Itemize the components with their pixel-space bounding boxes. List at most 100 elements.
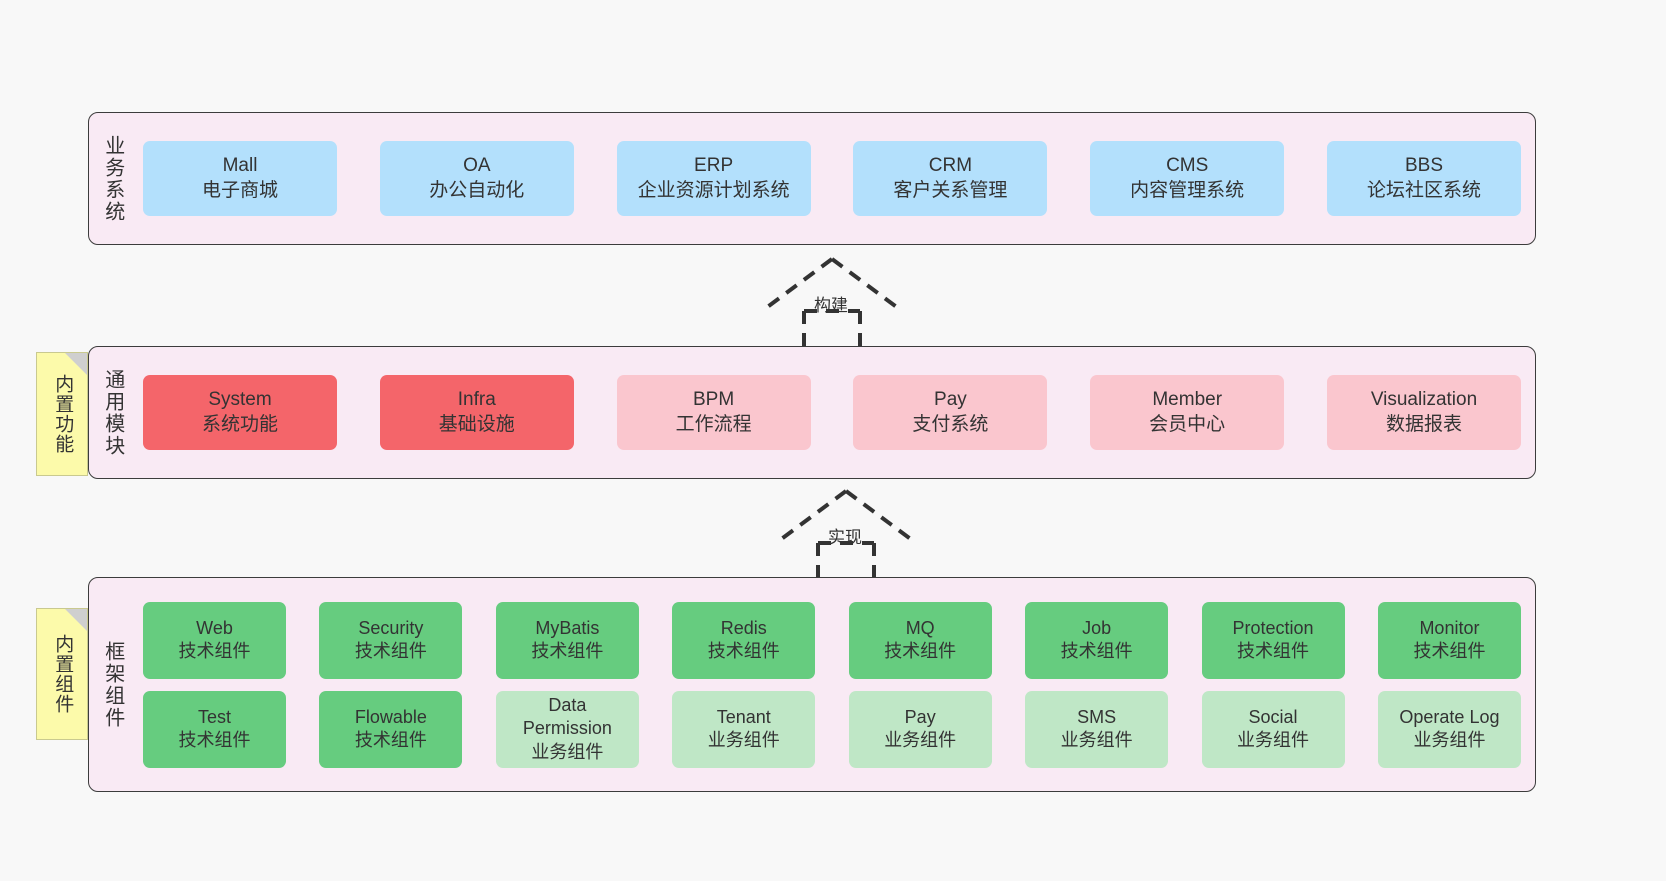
component-type-cn: 技术组件	[531, 641, 604, 661]
module-name-en: Pay	[934, 388, 967, 410]
arrow-build-icon	[760, 257, 904, 347]
component-name-en: Pay	[904, 706, 936, 727]
module-name-en: BPM	[693, 388, 735, 410]
framework-row-technical: Web 技术组件 Security 技术组件 MyBatis 技术组件 Redi…	[143, 601, 1521, 679]
module-name-en: CRM	[928, 154, 973, 176]
module-name-en: System	[208, 388, 272, 410]
component-type-cn: 技术组件	[1060, 641, 1133, 661]
component-type-cn: 技术组件	[1413, 641, 1486, 661]
module-name-en: Infra	[457, 388, 496, 410]
component-box-flowable[interactable]: Flowable 技术组件	[319, 690, 463, 768]
module-box-visualization[interactable]: Visualization 数据报表	[1326, 375, 1521, 450]
module-box-member[interactable]: Member 会员中心	[1090, 375, 1285, 450]
component-box-data-permission[interactable]: Data Permission 业务组件	[495, 690, 639, 768]
module-name-cn: 支付系统	[912, 413, 989, 435]
component-box-sms[interactable]: SMS 业务组件	[1025, 690, 1169, 768]
component-name-en: Tenant	[716, 706, 771, 727]
module-name-en: OA	[463, 154, 491, 176]
component-box-mq[interactable]: MQ 技术组件	[848, 601, 992, 679]
framework-row-business: Test 技术组件 Flowable 技术组件 Data Permission …	[143, 690, 1521, 768]
component-name-en: Social	[1248, 706, 1298, 727]
note-fold-corner-icon	[65, 353, 87, 375]
module-name-cn: 工作流程	[675, 413, 752, 435]
arrow-build: 构建	[752, 255, 912, 347]
module-box-erp[interactable]: ERP 企业资源计划系统	[616, 141, 811, 216]
module-box-cms[interactable]: CMS 内容管理系统	[1090, 141, 1285, 216]
module-name-cn: 论坛社区系统	[1366, 179, 1481, 201]
component-box-job[interactable]: Job 技术组件	[1025, 601, 1169, 679]
arrow-implement-icon	[774, 489, 918, 579]
module-box-system[interactable]: System 系统功能	[143, 375, 337, 450]
component-box-monitor[interactable]: Monitor 技术组件	[1377, 601, 1521, 679]
component-type-cn: 业务组件	[707, 730, 780, 750]
component-box-pay[interactable]: Pay 业务组件	[848, 690, 992, 768]
component-name-en: Protection	[1232, 617, 1314, 638]
component-type-cn: 业务组件	[1237, 730, 1310, 750]
component-box-web[interactable]: Web 技术组件	[143, 601, 286, 679]
module-name-en: CMS	[1166, 154, 1209, 176]
component-name-en: Data Permission	[522, 694, 612, 739]
component-name-en: Monitor	[1419, 617, 1480, 638]
component-type-cn: 技术组件	[354, 730, 427, 750]
component-type-cn: 技术组件	[178, 641, 251, 661]
module-name-cn: 内容管理系统	[1130, 179, 1245, 201]
layer-common-modules: 通用模块 System 系统功能 Infra 基础设施 BPM 工作流程 Pay…	[88, 346, 1536, 479]
layer-title-business-system: 业务系统	[101, 134, 124, 223]
component-type-cn: 业务组件	[1060, 730, 1133, 750]
layer-body-common-modules: System 系统功能 Infra 基础设施 BPM 工作流程 Pay 支付系统…	[135, 347, 1535, 478]
component-name-en: Test	[197, 706, 231, 727]
component-name-en: Flowable	[354, 706, 427, 727]
module-box-bbs[interactable]: BBS 论坛社区系统	[1326, 141, 1521, 216]
layer-body-business-system: Mall 电子商城 OA 办公自动化 ERP 企业资源计划系统 CRM 客户关系…	[135, 113, 1535, 244]
component-type-cn: 业务组件	[884, 730, 957, 750]
note-builtin-function-text: 内置功能	[52, 374, 74, 454]
component-name-en: Operate Log	[1399, 706, 1500, 727]
module-name-en: BBS	[1404, 154, 1443, 176]
component-name-en: SMS	[1077, 706, 1117, 727]
component-name-en: Web	[196, 617, 233, 638]
component-name-en: MyBatis	[535, 617, 600, 638]
module-box-pay[interactable]: Pay 支付系统	[853, 375, 1048, 450]
module-name-cn: 电子商城	[201, 179, 278, 201]
layer-framework-components: 框架组件 Web 技术组件 Security 技术组件 MyBatis 技术组件…	[88, 577, 1536, 792]
note-fold-corner-icon	[65, 609, 87, 631]
component-type-cn: 技术组件	[707, 641, 780, 661]
module-name-cn: 客户关系管理	[893, 179, 1008, 201]
component-box-redis[interactable]: Redis 技术组件	[672, 601, 816, 679]
note-builtin-component: 内置组件	[36, 608, 88, 740]
layer-body-framework-components: Web 技术组件 Security 技术组件 MyBatis 技术组件 Redi…	[135, 578, 1535, 791]
component-box-social[interactable]: Social 业务组件	[1201, 690, 1345, 768]
component-type-cn: 技术组件	[1237, 641, 1310, 661]
component-box-operate-log[interactable]: Operate Log 业务组件	[1377, 690, 1521, 768]
module-name-cn: 系统功能	[201, 413, 278, 435]
module-name-en: Member	[1152, 388, 1223, 410]
component-box-security[interactable]: Security 技术组件	[319, 601, 463, 679]
module-box-crm[interactable]: CRM 客户关系管理	[853, 141, 1048, 216]
note-builtin-function: 内置功能	[36, 352, 88, 476]
module-box-oa[interactable]: OA 办公自动化	[379, 141, 574, 216]
component-box-test[interactable]: Test 技术组件	[143, 690, 286, 768]
component-type-cn: 技术组件	[354, 641, 427, 661]
component-type-cn: 技术组件	[884, 641, 957, 661]
module-box-infra[interactable]: Infra 基础设施	[379, 375, 574, 450]
arrow-build-label: 构建	[814, 296, 848, 315]
component-box-protection[interactable]: Protection 技术组件	[1201, 601, 1345, 679]
module-name-cn: 会员中心	[1149, 413, 1226, 435]
component-type-cn: 技术组件	[178, 730, 251, 750]
component-type-cn: 业务组件	[1413, 730, 1486, 750]
layer-business-system: 业务系统 Mall 电子商城 OA 办公自动化 ERP 企业资源计划系统 CRM…	[88, 112, 1536, 245]
module-name-cn: 办公自动化	[429, 179, 525, 201]
arrow-implement-label: 实现	[828, 528, 862, 547]
module-box-bpm[interactable]: BPM 工作流程	[616, 375, 811, 450]
module-name-en: ERP	[694, 154, 734, 176]
component-name-en: Job	[1082, 617, 1112, 638]
component-name-en: Redis	[720, 617, 767, 638]
component-box-tenant[interactable]: Tenant 业务组件	[672, 690, 816, 768]
module-box-mall[interactable]: Mall 电子商城	[143, 141, 337, 216]
component-name-en: MQ	[905, 617, 935, 638]
layer-title-common-modules: 通用模块	[101, 368, 124, 457]
module-name-cn: 企业资源计划系统	[637, 179, 790, 201]
module-name-cn: 基础设施	[438, 413, 515, 435]
component-box-mybatis[interactable]: MyBatis 技术组件	[495, 601, 639, 679]
